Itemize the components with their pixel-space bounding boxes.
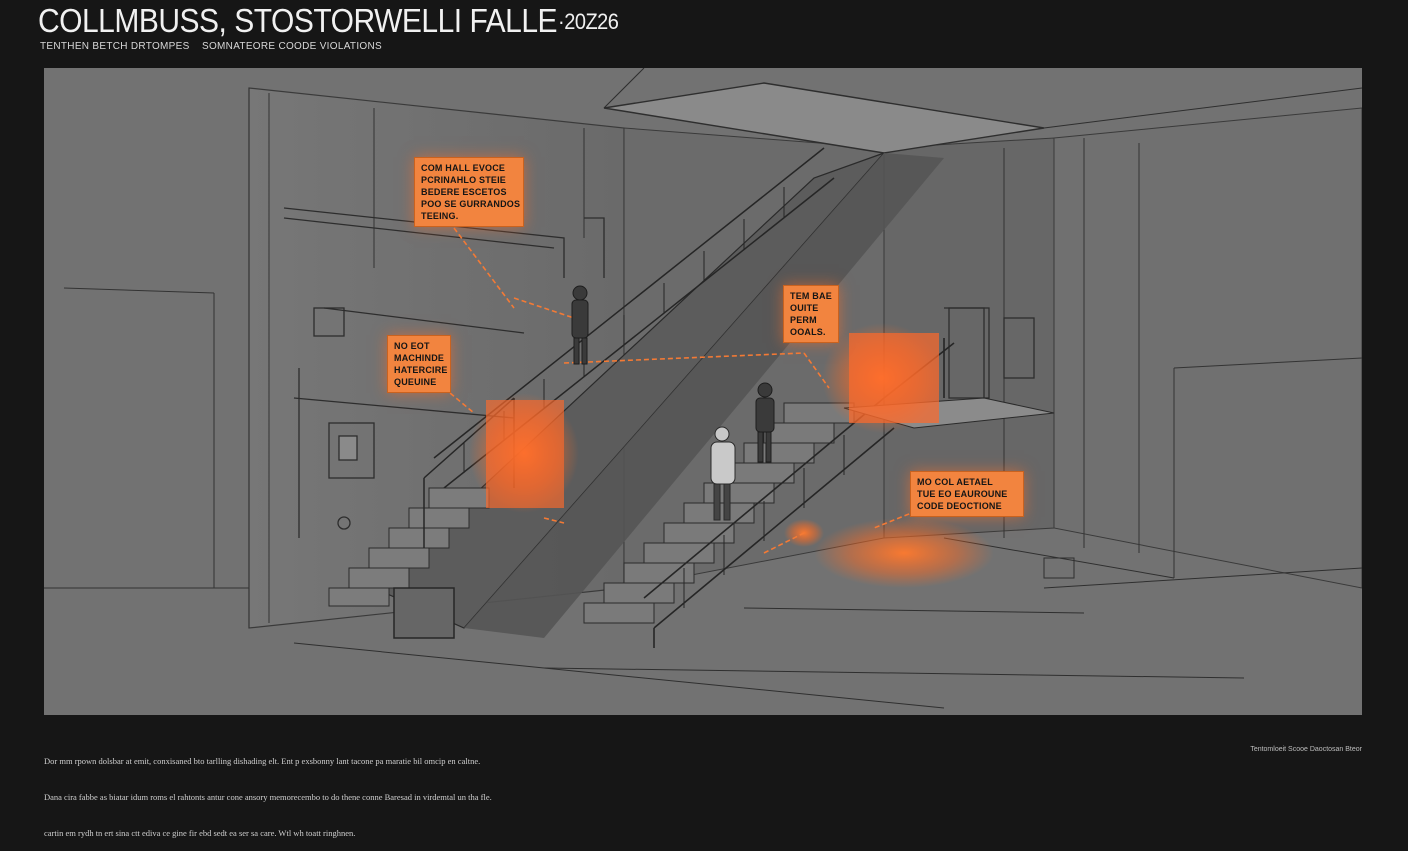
credit: Tentomloeit Scooe Daoctosan Bteor (1250, 746, 1362, 753)
title-text: COLLMBUSS, STOSTORWELLI FALLE (38, 3, 558, 40)
stairwell-illustration: COM HALL EVOCE PCRINAHLO STEIE BEDERE ES… (44, 68, 1362, 715)
subtitle-left: TENTHEN BETCH DRTOMPES (40, 41, 190, 52)
header: COLLMBUSS, STOSTORWELLI FALLE·20Z26 TENT… (0, 0, 1408, 68)
caption-line-2: Dana cira fabbe as biatar idum roms el r… (44, 792, 492, 802)
title-year: ·20Z26 (558, 9, 619, 35)
callout-top: COM HALL EVOCE PCRINAHLO STEIE BEDERE ES… (414, 157, 524, 227)
caption-line-1: Dor mm rpown dolsbar at emit, conxisaned… (44, 756, 481, 766)
callout-left: NO EOT MACHINDE HATERCIRE QUEUINE (387, 335, 451, 393)
callout-middle: TEM BAE OUITE PERM OOALS. (783, 285, 839, 343)
caption: Dor mm rpown dolsbar at emit, conxisaned… (44, 731, 664, 851)
callout-right: MO COL AETAEL TUE EO EAUROUNE CODE DEOCT… (910, 471, 1024, 517)
stairwell-sketch (44, 68, 1362, 715)
page-title: COLLMBUSS, STOSTORWELLI FALLE·20Z26 (38, 3, 619, 41)
caption-line-3: cartin em rydh tn ert sina ctt ediva ce … (44, 828, 356, 838)
subtitle-right: SOMNATEORE COODE VIOLATIONS (202, 41, 382, 52)
